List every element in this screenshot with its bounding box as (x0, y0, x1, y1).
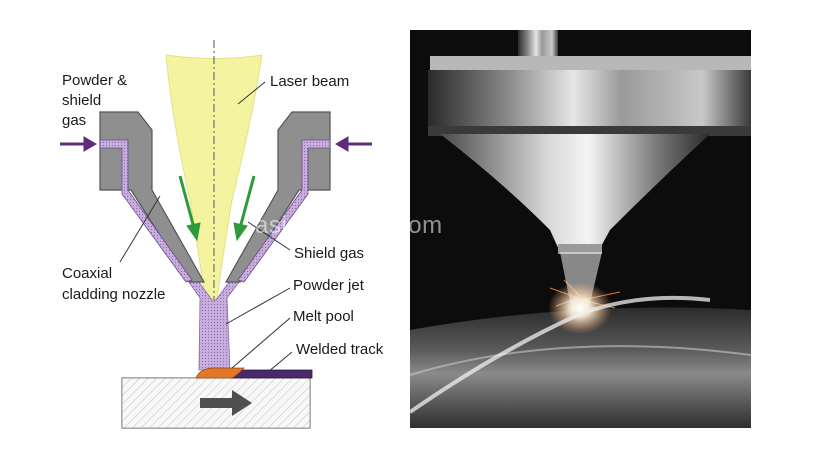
label-welded-track: Welded track (296, 341, 384, 358)
welded-track (229, 369, 313, 379)
leader-laser (237, 81, 266, 105)
nozzle-cone (440, 134, 710, 252)
gas-arrow-left (178, 175, 201, 242)
leader-welded-track (267, 351, 293, 373)
workpiece (410, 307, 751, 428)
feed-arrow-left (60, 136, 97, 152)
leader-nozzle (119, 195, 161, 263)
watermark-text: asimanlaser.com (255, 212, 443, 239)
label-coaxial-2: cladding nozzle (62, 286, 166, 303)
leader-shield-gas (247, 221, 291, 251)
label-powder-shield-gas-3: gas (62, 112, 87, 129)
feed-arrow-right (335, 136, 372, 152)
melt-pool (195, 367, 245, 379)
leader-melt-pool (231, 317, 291, 369)
label-laser-beam: Laser beam (270, 73, 350, 90)
nozzle-housing (428, 70, 751, 132)
cladding-photo (410, 30, 751, 428)
cladding-diagram: Powder & shield gas Laser beam Shield ga… (0, 0, 410, 451)
motion-arrow (200, 390, 252, 416)
photo-graphic (410, 30, 751, 428)
clad-track (410, 295, 711, 414)
nozzle-housing-top (430, 56, 751, 74)
label-powder-shield-gas-2: shield (62, 92, 102, 109)
label-shield-gas: Shield gas (294, 245, 365, 262)
nozzle-left-channel (99, 139, 193, 283)
label-powder-jet: Powder jet (293, 277, 364, 294)
nozzle-right-channel (237, 139, 331, 283)
label-melt-pool: Melt pool (293, 308, 354, 325)
diagram-graphic (60, 40, 372, 429)
laser-beam (165, 54, 263, 301)
label-powder-shield-gas-1: Powder & (62, 72, 128, 89)
leader-powder-jet (225, 287, 291, 325)
gas-arrow-right (233, 175, 256, 242)
label-coaxial-1: Coaxial (62, 265, 113, 282)
